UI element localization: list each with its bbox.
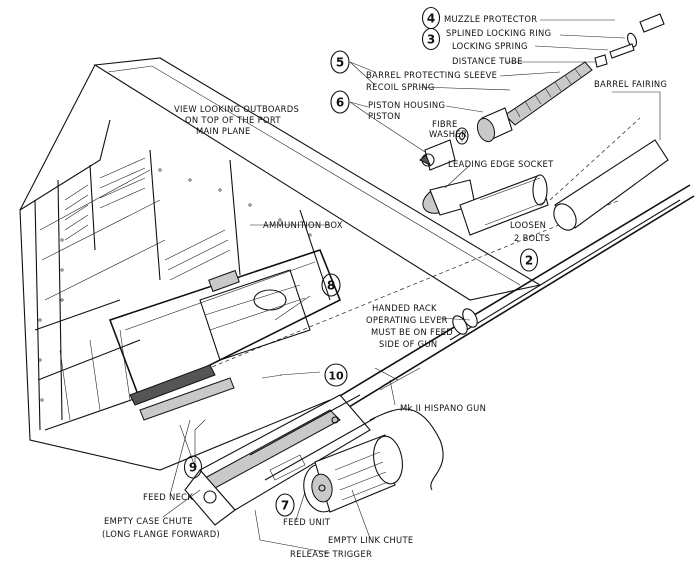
label-empty-case-chute: EMPTY CASE CHUTE <box>104 516 193 526</box>
label-handed-rack-line1: HANDED RACK <box>372 303 437 313</box>
svg-text:7: 7 <box>281 499 289 513</box>
leader-lines <box>162 19 661 554</box>
svg-text:10: 10 <box>328 370 344 383</box>
step-number-9: 9 <box>183 455 203 479</box>
svg-text:2: 2 <box>525 254 533 268</box>
label-empty-link-chute: EMPTY LINK CHUTE <box>328 535 414 545</box>
label-hispano-gun: Mk II HISPANO GUN <box>400 403 486 413</box>
diagram-labels: MUZZLE PROTECTOR SPLINED LOCKING RING LO… <box>102 14 667 559</box>
label-distance-tube: DISTANCE TUBE <box>452 56 523 66</box>
exploded-barrel-parts <box>419 13 669 236</box>
step-number-8: 8 <box>321 273 341 297</box>
step-number-6: 6 <box>330 90 350 114</box>
label-piston: PISTON <box>368 111 401 121</box>
label-handed-rack-line4: SIDE OF GUN <box>379 339 437 349</box>
label-feed-unit: FEED UNIT <box>283 517 331 527</box>
label-view-line2: ON TOP OF THE PORT <box>185 115 281 125</box>
label-view-line1: VIEW LOOKING OUTBOARDS <box>174 104 299 114</box>
svg-text:9: 9 <box>189 461 197 475</box>
label-splined-locking-ring: SPLINED LOCKING RING <box>446 28 551 38</box>
label-barrel-protecting-sleeve: BARREL PROTECTING SLEEVE <box>366 70 497 80</box>
label-barrel-fairing: BARREL FAIRING <box>594 79 667 89</box>
label-fibre: FIBRE <box>432 119 458 129</box>
label-leading-edge-socket: LEADING EDGE SOCKET <box>448 159 554 169</box>
label-ammunition-box: AMMUNITION BOX <box>263 220 343 230</box>
step-number-10: 10 <box>324 363 348 387</box>
label-feed-neck: FEED NECK <box>143 492 193 502</box>
svg-text:8: 8 <box>327 279 335 293</box>
label-muzzle-protector: MUZZLE PROTECTOR <box>444 14 537 24</box>
svg-text:6: 6 <box>336 96 344 110</box>
ammunition-box <box>129 269 311 421</box>
step-number-2: 2 <box>519 248 539 272</box>
step-number-3: 3 <box>421 27 441 51</box>
label-handed-rack-line3: MUST BE ON FEED <box>371 327 453 337</box>
svg-text:5: 5 <box>336 56 344 70</box>
label-release-trigger: RELEASE TRIGGER <box>290 549 372 559</box>
label-view-line3: MAIN PLANE <box>196 126 251 136</box>
step-number-7: 7 <box>275 493 295 517</box>
step-number-4: 4 <box>421 6 441 30</box>
step-number-5: 5 <box>330 50 350 74</box>
feed-unit <box>303 408 444 513</box>
svg-text:3: 3 <box>427 33 435 47</box>
label-recoil-spring: RECOIL SPRING <box>366 82 435 92</box>
label-long-flange: (LONG FLANGE FORWARD) <box>102 529 220 539</box>
label-handed-rack-line2: OPERATING LEVER <box>366 315 448 325</box>
label-washer: WASHER <box>429 129 467 139</box>
label-two-bolts: 2 BOLTS <box>514 233 550 243</box>
label-piston-housing: PISTON HOUSING <box>368 100 445 110</box>
label-locking-spring: LOCKING SPRING <box>452 41 528 51</box>
hispano-gun <box>184 184 695 526</box>
label-loosen: LOOSEN <box>510 220 546 230</box>
svg-text:4: 4 <box>427 12 435 26</box>
